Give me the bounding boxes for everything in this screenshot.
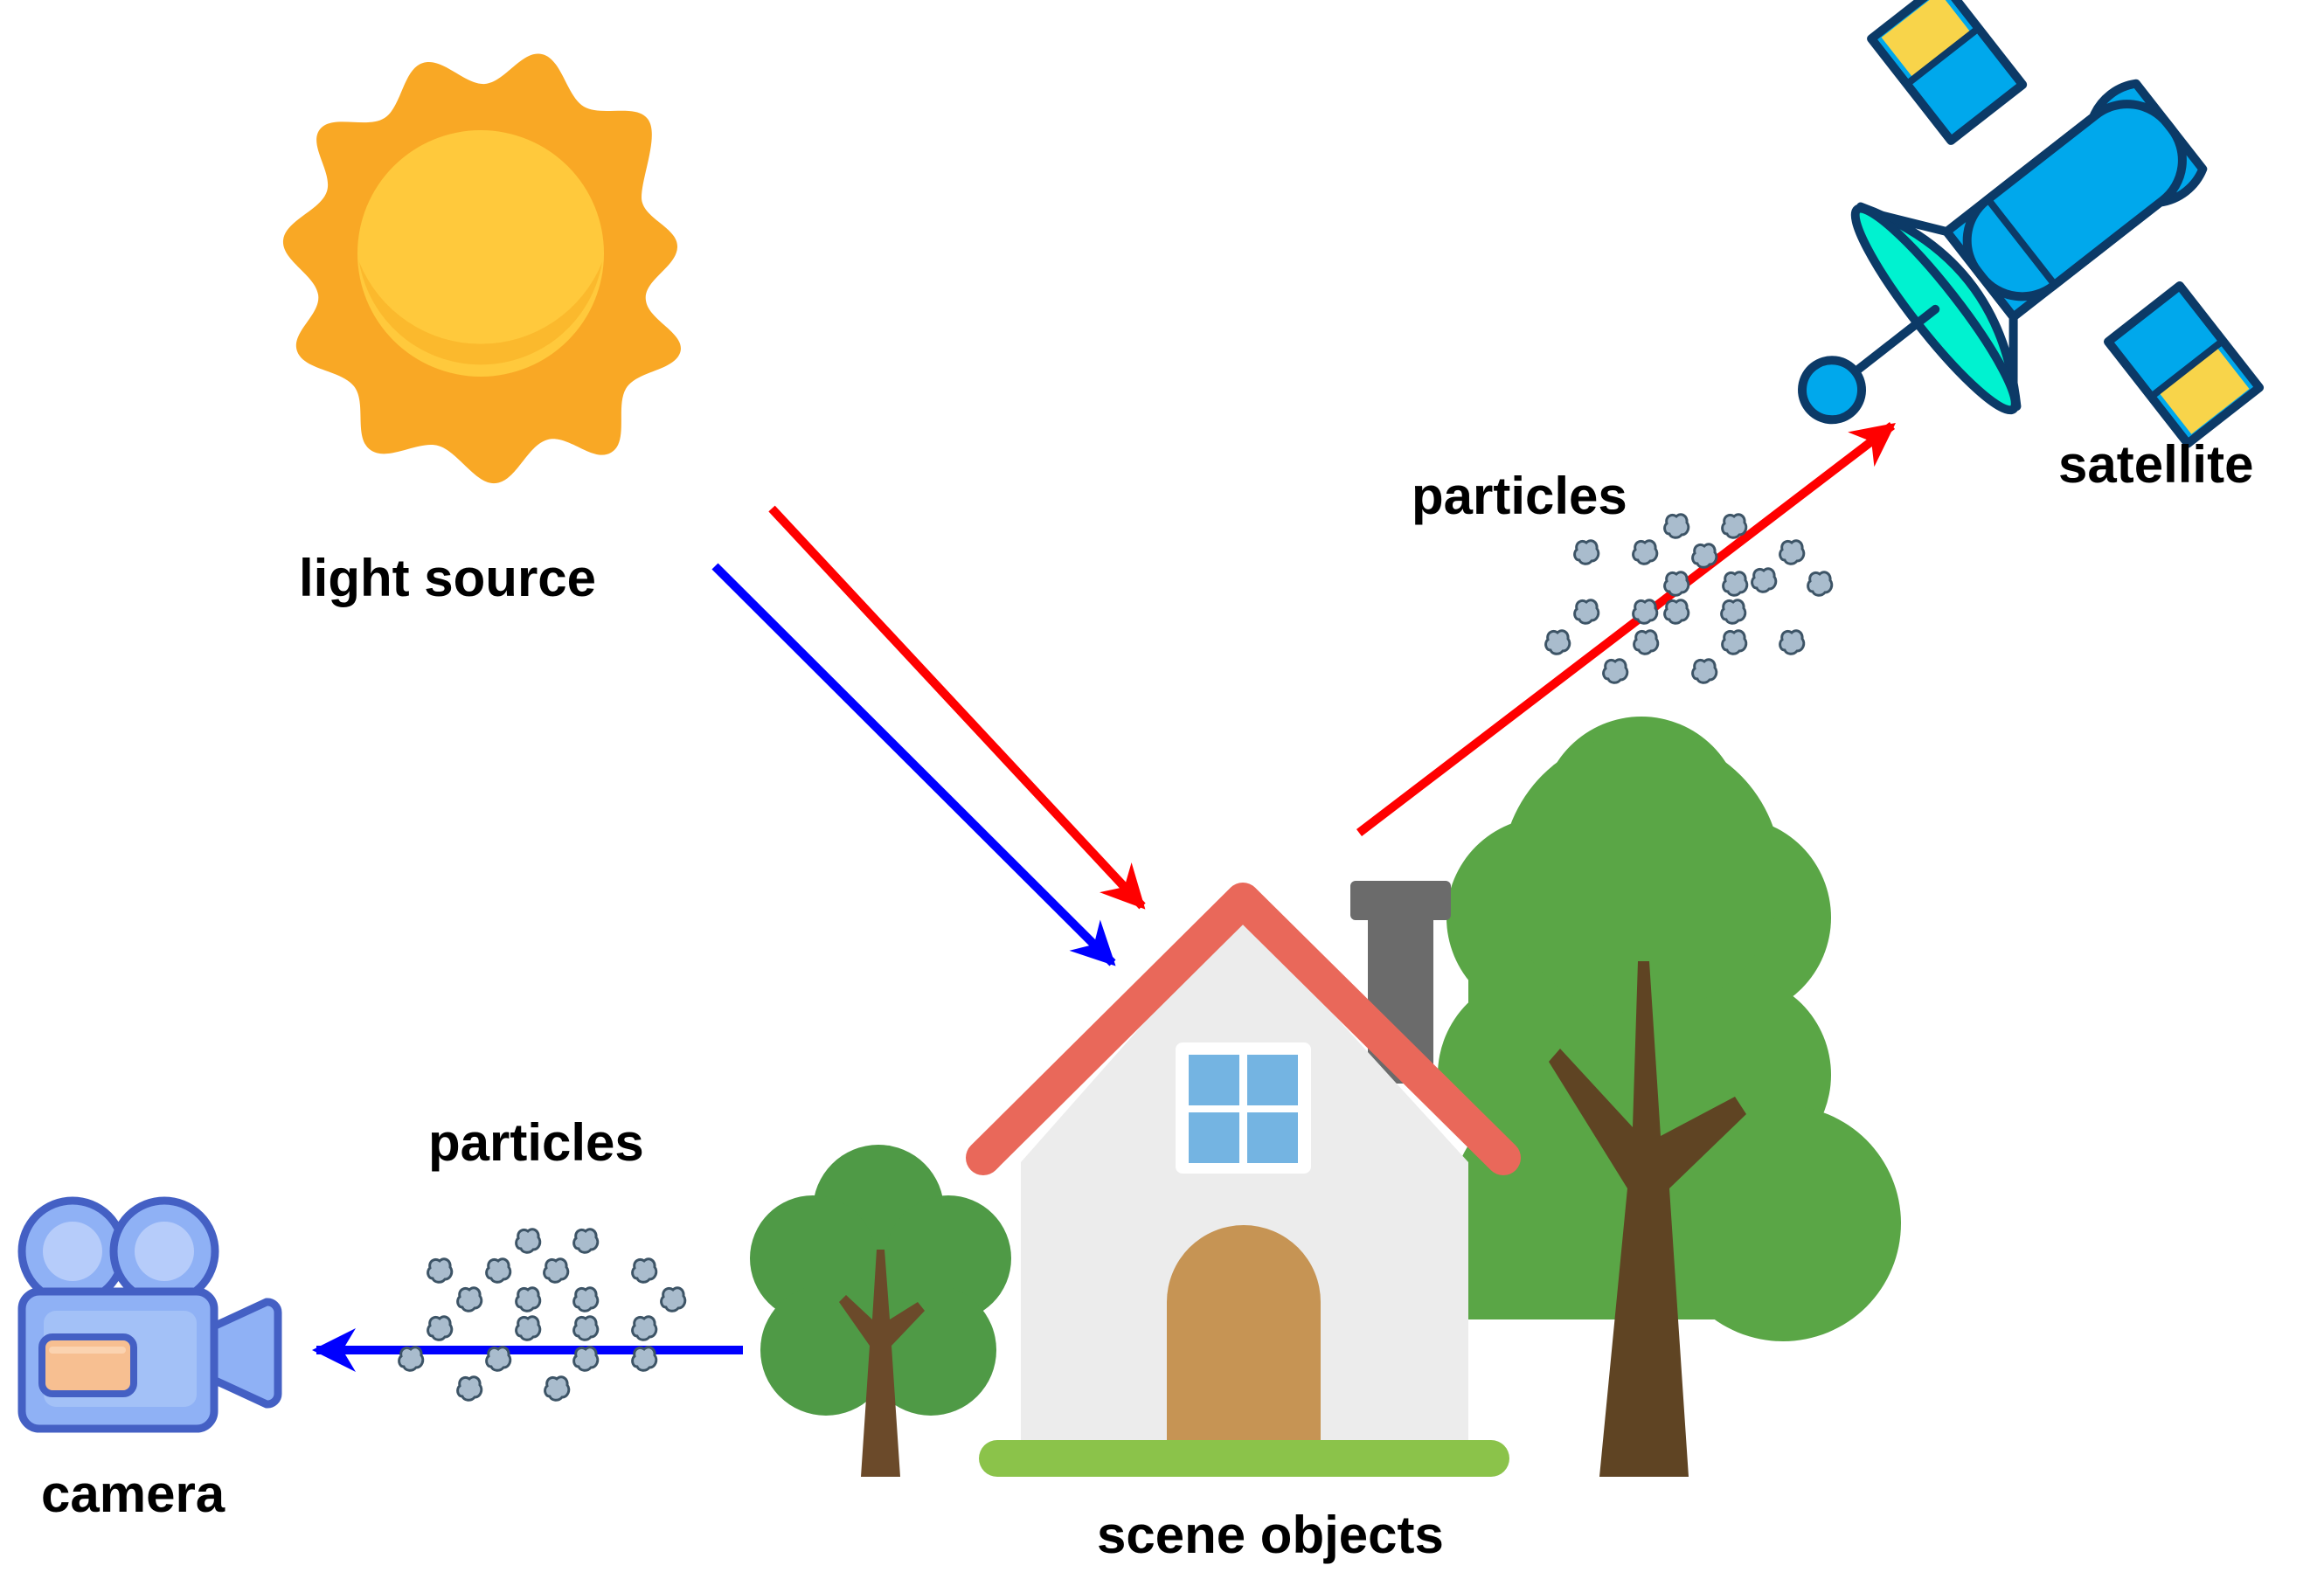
particles-label-top: particles <box>1412 467 1627 525</box>
blue-incident-ray <box>711 563 1116 966</box>
red-incident-ray <box>768 505 1146 910</box>
rays <box>312 422 1896 1372</box>
light-source-label: light source <box>299 549 597 607</box>
video-camera-icon <box>17 1196 282 1433</box>
red-reflected-ray <box>1356 422 1896 836</box>
scene-objects-label: scene objects <box>1097 1506 1444 1564</box>
sun-icon <box>282 53 681 484</box>
satellite-icon <box>1798 0 2265 448</box>
satellite-label: satellite <box>2058 435 2254 494</box>
tree-icon <box>750 1145 1011 1477</box>
tree-icon <box>1438 717 1901 1477</box>
house-icon <box>966 881 1521 1477</box>
particles-label-left: particles <box>428 1113 644 1172</box>
camera-label: camera <box>41 1465 225 1523</box>
particle-cluster-icon <box>398 1228 687 1402</box>
